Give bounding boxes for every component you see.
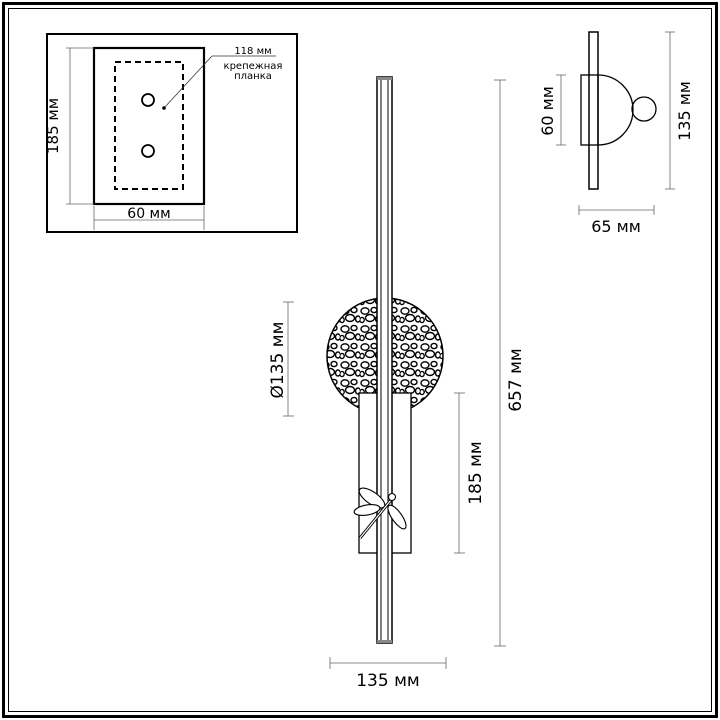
side-depth-label: 65 мм bbox=[591, 217, 641, 236]
side-view bbox=[556, 31, 675, 215]
side-base bbox=[580, 74, 599, 146]
base-plate-outline bbox=[92, 46, 206, 206]
mount-inset bbox=[46, 33, 298, 233]
dragonfly-ornament bbox=[353, 487, 407, 539]
base-plate-height-label: 185 мм bbox=[466, 441, 486, 505]
inner-frame bbox=[8, 8, 712, 712]
side-total-height-label: 135 мм bbox=[675, 81, 694, 141]
bracket-caption-line2: планка bbox=[234, 71, 272, 82]
disc-diameter-label: Ø135 мм bbox=[268, 322, 288, 399]
side-base-height-label: 60 мм bbox=[538, 86, 557, 136]
light-rod bbox=[376, 76, 393, 644]
screw-hole-top bbox=[141, 93, 155, 107]
inset-box bbox=[46, 33, 298, 233]
bracket-caption-line1: крепежная bbox=[224, 61, 283, 72]
total-height-label: 657 мм bbox=[506, 348, 526, 412]
bracket-dashed-outline bbox=[114, 61, 184, 190]
bracket-size-label: 118 мм bbox=[234, 46, 271, 57]
side-rod bbox=[588, 31, 599, 190]
inset-width-label: 60 мм bbox=[127, 206, 170, 222]
front-width-label: 135 мм bbox=[356, 671, 420, 691]
side-dome bbox=[597, 74, 634, 146]
side-knob bbox=[631, 96, 657, 122]
front-view bbox=[283, 76, 506, 669]
screw-hole-bottom bbox=[141, 144, 155, 158]
inset-height-label: 185 мм bbox=[44, 98, 62, 154]
